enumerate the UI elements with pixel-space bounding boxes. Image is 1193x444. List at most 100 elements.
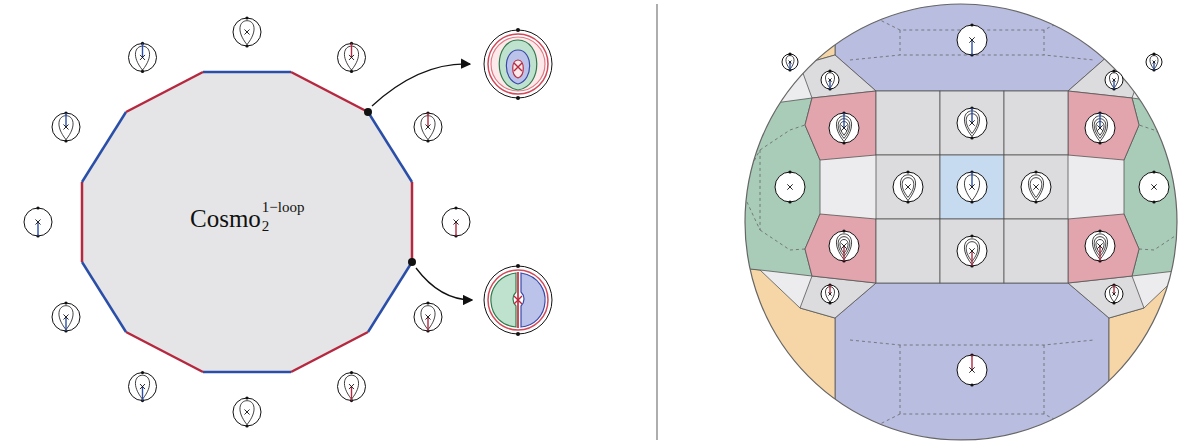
glyph-stroke [1034, 200, 1037, 203]
disc-glyph [775, 170, 805, 203]
glyph-stroke [244, 409, 249, 414]
glyph-stroke [1105, 285, 1123, 303]
glyph-stroke [828, 292, 831, 295]
glyph-stroke [142, 43, 143, 57]
glyph-stroke [957, 236, 987, 266]
glyph-stroke [775, 172, 805, 202]
glyph-stroke [338, 43, 366, 71]
glyph-stroke [1113, 285, 1114, 294]
glyph-stroke [788, 170, 791, 173]
script-stack: 1−loop2 [262, 208, 305, 238]
disc-glyph [52, 301, 80, 332]
glyph-stroke [240, 21, 254, 45]
glyph-stroke [843, 246, 844, 261]
glyph-stroke [829, 231, 859, 261]
glyph-stroke [1098, 229, 1101, 232]
vertex-dot [408, 258, 416, 266]
glyph-stroke [245, 396, 248, 399]
glyph-stroke [349, 55, 354, 60]
glyph-stroke [1151, 184, 1156, 189]
glyph-stroke [1099, 246, 1100, 261]
glyph-stroke [244, 29, 249, 34]
glyph-stroke [789, 62, 790, 70]
glyph-stroke [65, 113, 66, 127]
glyph-stroke [351, 387, 352, 401]
glyph-layer [24, 16, 1169, 427]
glyph-stroke [957, 25, 987, 55]
glyph-stroke [141, 371, 144, 374]
glyph-stroke [957, 108, 987, 138]
disc-glyph [782, 52, 798, 71]
disc-glyph [957, 106, 987, 139]
glyph-stroke [969, 120, 974, 125]
glyph-stroke [821, 285, 839, 303]
glyph-stroke [1112, 69, 1115, 72]
leader-arrow [372, 64, 470, 106]
disc-glyph [24, 206, 52, 237]
polytope [700, 0, 1193, 444]
dodecagon-face [82, 72, 412, 372]
glyph-stroke [828, 78, 831, 81]
glyph-stroke [782, 54, 798, 70]
glyph-stroke [1097, 243, 1102, 248]
glyph-stroke [829, 285, 830, 294]
disc-glyph [442, 206, 470, 237]
disc-glyph [1146, 52, 1162, 71]
glyph-stroke [1152, 170, 1155, 173]
disc-glyph [1105, 69, 1123, 90]
glyph-stroke [1153, 62, 1154, 70]
glyph-stroke [1085, 113, 1115, 143]
glyph-stroke [893, 172, 923, 202]
glyph-stroke [1097, 125, 1102, 130]
glyph-stroke [350, 371, 353, 374]
leader-arrow [416, 268, 472, 300]
glyph-stroke [970, 234, 973, 237]
glyph-stroke [64, 139, 67, 142]
glyph-stroke [1152, 200, 1155, 203]
glyph-stroke [1099, 113, 1100, 128]
glyph-stroke [828, 69, 831, 72]
vertex-dot [364, 108, 372, 116]
glyph-stroke [971, 251, 972, 266]
glyph-stroke [36, 206, 39, 209]
glyph-stroke [454, 206, 457, 209]
glyph-stroke [829, 113, 859, 143]
glyph-stroke [65, 317, 66, 331]
glyph-stroke [1150, 56, 1158, 70]
glyph-stroke [841, 243, 846, 248]
glyph-stroke [24, 208, 52, 236]
disc-glyph [52, 111, 80, 142]
glyph-stroke [426, 301, 429, 304]
glyph-stroke [245, 16, 248, 19]
glyph-stroke [1152, 52, 1155, 55]
glyph-stroke [788, 200, 791, 203]
disc-glyph [1021, 170, 1051, 203]
glyph-stroke [969, 367, 974, 372]
glyph-stroke [142, 387, 143, 401]
label-main: Cosmo [190, 205, 261, 232]
glyph-stroke [843, 113, 844, 128]
glyph-stroke [140, 55, 145, 60]
glyph-stroke [969, 184, 974, 189]
disc-glyph [414, 301, 442, 332]
glyph-stroke [906, 200, 909, 203]
glyph-stroke [455, 222, 456, 236]
glyph-stroke [1146, 54, 1162, 70]
callout-disc [484, 28, 552, 100]
disc-glyph [1085, 111, 1115, 144]
disc-glyph [129, 42, 157, 73]
glyph-stroke [52, 303, 80, 331]
disc-glyph [829, 229, 859, 262]
glyph-stroke [1112, 78, 1115, 81]
glyph-stroke [442, 208, 470, 236]
glyph-stroke [971, 108, 972, 123]
glyph-stroke [900, 175, 915, 201]
disc-glyph [338, 371, 366, 402]
glyph-stroke [349, 384, 354, 389]
glyph-stroke [1021, 172, 1051, 202]
glyph-stroke [788, 52, 791, 55]
glyph-stroke [350, 70, 353, 73]
glyph-stroke [35, 219, 40, 224]
